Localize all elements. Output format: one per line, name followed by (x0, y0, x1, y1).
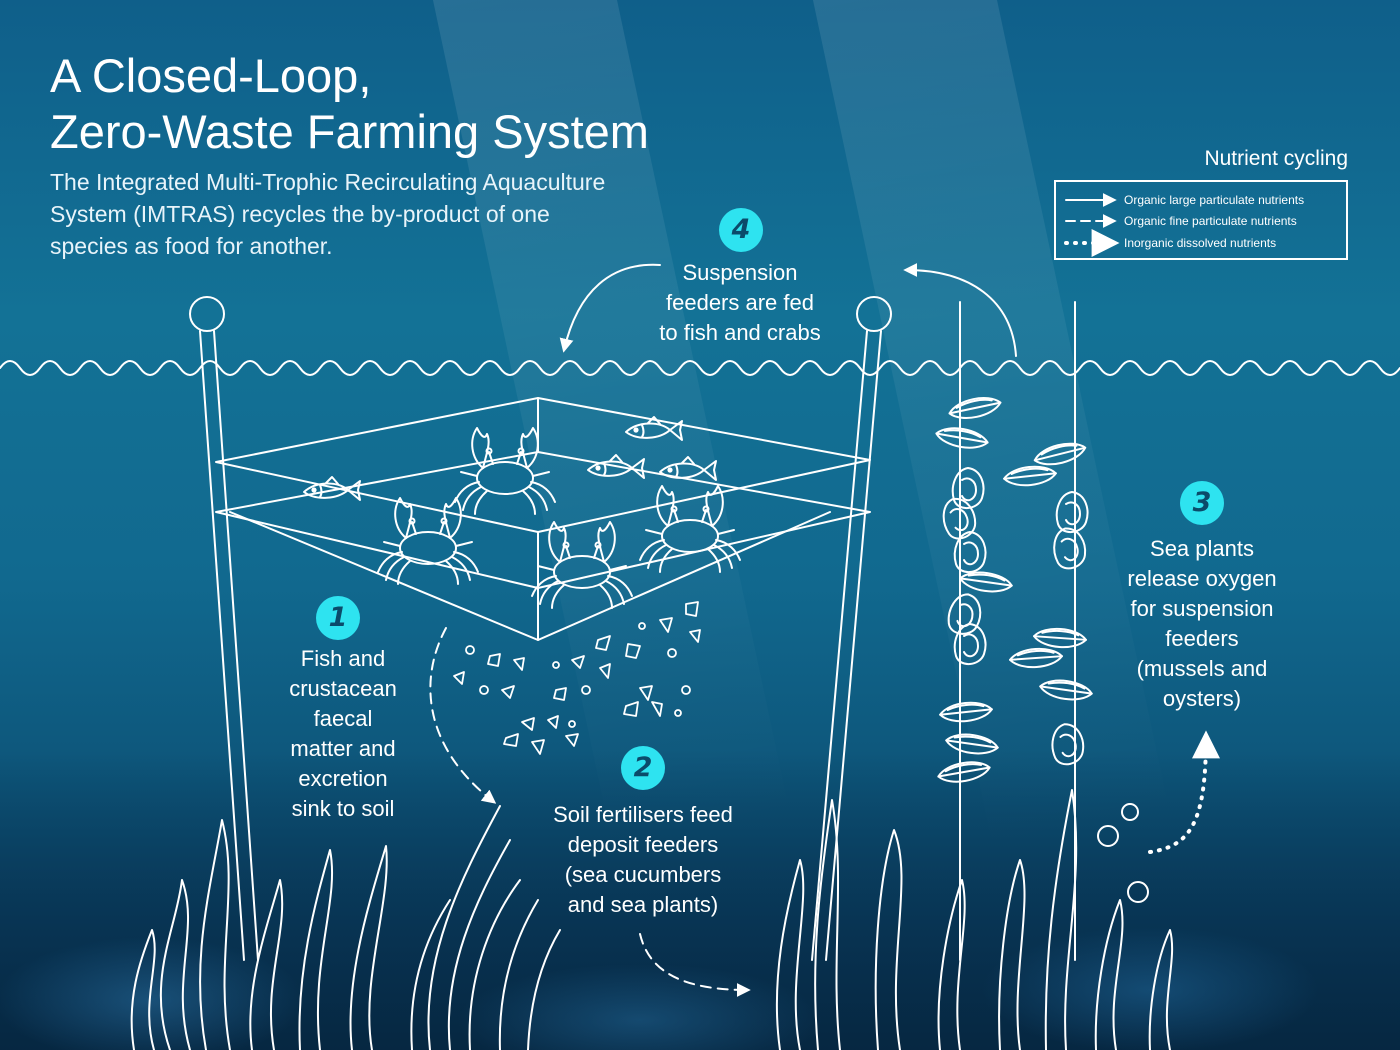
title-line-2: Zero-Waste Farming System (50, 105, 649, 158)
fish-crab-cage (215, 397, 871, 641)
legend-item-large-particulate: Organic large particulate nutrients (1124, 193, 1305, 207)
mussel-cluster-right (1002, 437, 1094, 768)
arrow-feed-to-cage-left (559, 263, 661, 353)
oxygen-bubbles (1097, 803, 1149, 903)
buoy-right (856, 296, 892, 332)
step-3-text: Sea plants release oxygen for suspension… (1127, 536, 1277, 711)
legend-item-dissolved: Inorganic dissolved nutrients (1124, 236, 1277, 250)
crab-icon (531, 521, 633, 609)
mussel-cluster-left (933, 392, 1014, 787)
step-1-badge: 1 (316, 596, 360, 640)
buoy-right-pole (811, 330, 882, 961)
arrow-feed-to-cage (903, 263, 1017, 357)
page-title: A Closed-Loop, Zero-Waste Farming System (50, 48, 649, 160)
arrow-waste-sinking (429, 627, 497, 804)
arrow-oxygen-rising (1148, 730, 1220, 854)
seaweed-right (775, 789, 1174, 1050)
legend-item-fine-particulate: Organic fine particulate nutrients (1124, 214, 1297, 228)
step-2-badge: 2 (621, 746, 665, 790)
water-surface-waves (0, 360, 1400, 376)
fish-icon (303, 476, 361, 501)
step-2-text: Soil fertilisers feed deposit feeders (s… (553, 802, 733, 917)
title-line-1: A Closed-Loop, (50, 49, 372, 102)
legend-swatches (1064, 193, 1120, 257)
legend-box: Organic large particulate nutrients Orga… (1054, 180, 1348, 260)
step-4-badge: 4 (719, 208, 763, 252)
buoy-left (189, 296, 225, 332)
legend-title: Nutrient cycling (1204, 147, 1348, 170)
seaweed-center (410, 805, 561, 1050)
buoy-left-pole (199, 330, 259, 961)
step-1-text: Fish and crustacean faecal matter and ex… (289, 646, 397, 821)
falling-waste-particles (453, 601, 701, 755)
step-3-badge: 3 (1180, 481, 1224, 525)
step-4-text: Suspension feeders are fed to fish and c… (659, 260, 821, 345)
seaweed-left (130, 819, 388, 1050)
fish-icon (659, 456, 717, 481)
crab-icon (454, 427, 556, 515)
subtitle: The Integrated Multi-Trophic Recirculati… (50, 169, 606, 259)
arrow-soil-to-plants (639, 933, 751, 997)
